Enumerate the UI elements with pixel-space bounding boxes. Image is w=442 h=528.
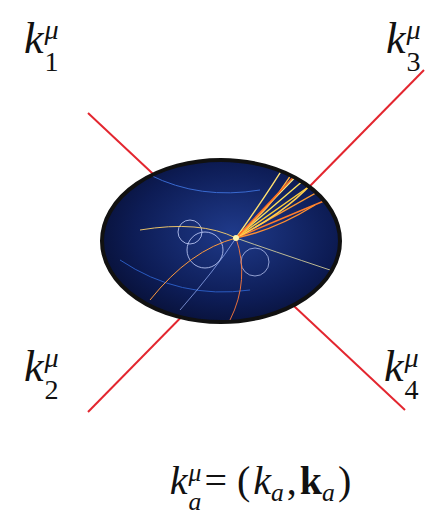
lorentz-index: μ <box>45 14 59 46</box>
vector-symbol: k <box>300 458 322 503</box>
index-stack: μ2 <box>45 342 59 407</box>
index-stack: μ1 <box>45 14 59 79</box>
particle-index: 3 <box>407 46 421 78</box>
formula-punctuation: , <box>287 458 297 503</box>
momentum-label: kμ3 <box>386 14 421 79</box>
particle-lines <box>88 70 424 412</box>
particle-index: 4 <box>405 374 419 406</box>
particle-index: 1 <box>45 46 59 78</box>
particle-index: a <box>189 487 202 516</box>
momentum-symbol: k <box>386 14 406 63</box>
momentum-label: kμ1 <box>24 14 59 79</box>
lorentz-index: μ <box>405 342 419 374</box>
event-display <box>102 160 340 322</box>
index-subscript: a <box>322 478 335 507</box>
formula-punctuation: ) <box>338 458 351 503</box>
momentum-symbol: k <box>384 342 404 391</box>
momentum-symbol: k <box>24 14 44 63</box>
lorentz-index: μ <box>407 14 421 46</box>
index-stack: μ4 <box>405 342 419 407</box>
lorentz-index: μ <box>189 458 202 487</box>
index-stack: μa <box>189 458 202 517</box>
formula-punctuation: = ( <box>204 458 250 503</box>
momentum-label: kμ2 <box>24 342 59 407</box>
lorentz-index: μ <box>45 342 59 374</box>
index-stack: μ3 <box>407 14 421 79</box>
momentum-label: kμa= (ka,ka) <box>170 458 354 517</box>
particle-index: 2 <box>45 374 59 406</box>
momentum-symbol: k <box>253 458 271 503</box>
momentum-symbol: k <box>24 342 44 391</box>
momentum-label: kμ4 <box>384 342 419 407</box>
momentum-symbol: k <box>170 458 188 503</box>
index-subscript: a <box>271 478 284 507</box>
